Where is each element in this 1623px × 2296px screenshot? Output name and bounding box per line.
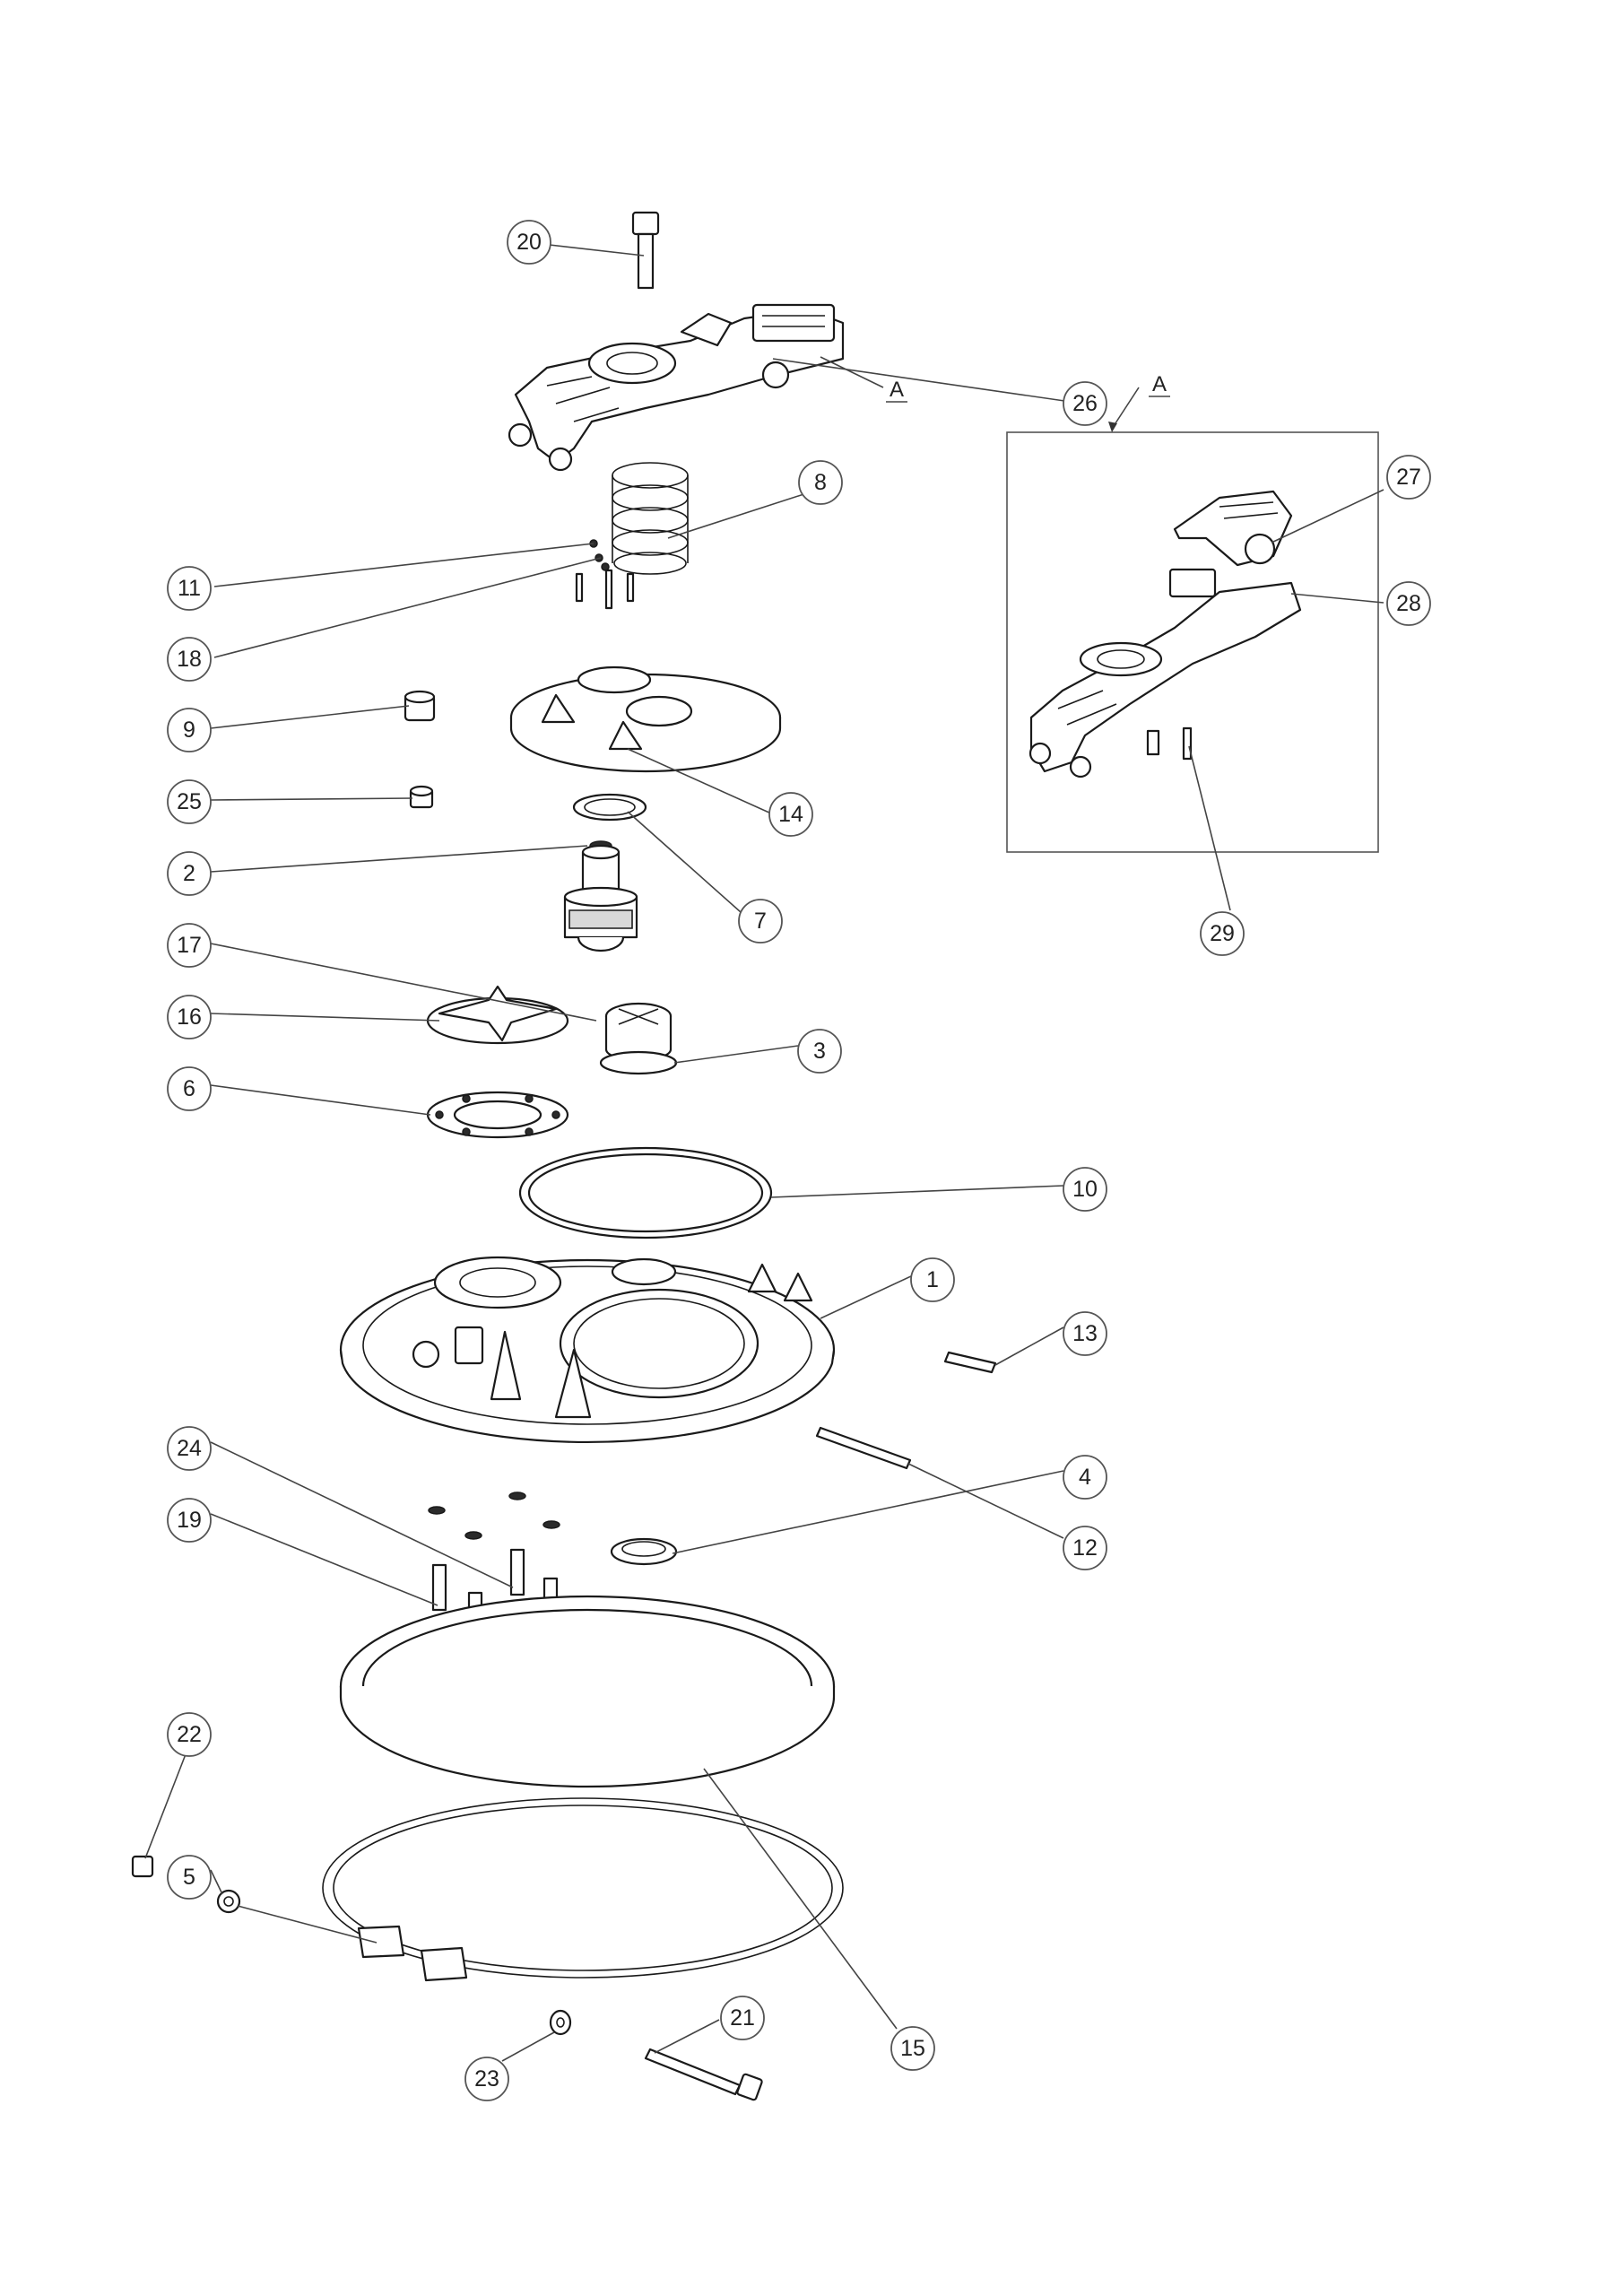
part-20-bolt [631, 211, 660, 290]
svg-text:10: 10 [1072, 1177, 1098, 1202]
balloon-21: 21 [720, 1996, 765, 2040]
balloon-9: 9 [167, 708, 212, 752]
balloon-24: 24 [167, 1426, 212, 1471]
svg-text:15: 15 [900, 2036, 925, 2061]
balloon-13: 13 [1063, 1311, 1107, 1356]
part-4-washer-ring [610, 1537, 678, 1566]
balloon-12: 12 [1063, 1526, 1107, 1570]
part-11-18-small-hardware [575, 539, 635, 610]
balloon-29: 29 [1200, 911, 1245, 956]
balloon-23: 23 [464, 2057, 509, 2101]
balloon-19: 19 [167, 1498, 212, 1543]
part-25-small-nut [409, 785, 434, 809]
part-8-spring [612, 462, 689, 575]
svg-text:13: 13 [1072, 1321, 1098, 1346]
svg-text:21: 21 [730, 2005, 755, 2031]
part-1-main-lid [339, 1256, 836, 1444]
svg-text:9: 9 [183, 718, 195, 743]
balloon-17: 17 [167, 923, 212, 968]
part-clamp-band [322, 1797, 844, 1982]
section-marker-a: A [890, 378, 904, 402]
balloon-14: 14 [768, 792, 813, 837]
svg-text:23: 23 [474, 2066, 499, 2092]
part-5-washer [216, 1889, 241, 1914]
balloon-6: 6 [167, 1066, 212, 1111]
balloon-8: 8 [798, 460, 843, 505]
balloon-4: 4 [1063, 1455, 1107, 1500]
part-15-flange-ring [339, 1595, 836, 1788]
balloon-20: 20 [507, 220, 551, 265]
balloon-27: 27 [1386, 455, 1431, 500]
part-3-plug [599, 1002, 678, 1075]
part-10-o-ring [518, 1146, 773, 1239]
svg-text:25: 25 [177, 789, 202, 814]
svg-text:11: 11 [178, 576, 201, 601]
svg-text:6: 6 [183, 1076, 195, 1101]
part-16-17-star-bracket [426, 985, 569, 1045]
part-7-retaining-ring [572, 793, 647, 822]
svg-text:14: 14 [778, 802, 803, 827]
svg-text:20: 20 [516, 230, 542, 255]
svg-text:26: 26 [1072, 391, 1098, 416]
svg-text:2: 2 [183, 861, 195, 886]
part-21-long-bolt [644, 2048, 763, 2101]
balloon-25: 25 [167, 779, 212, 824]
part-26-lever-arm [508, 303, 845, 472]
svg-text:24: 24 [177, 1436, 202, 1461]
svg-text:19: 19 [177, 1508, 202, 1533]
balloon-15: 15 [890, 2026, 935, 2071]
balloon-28: 28 [1386, 581, 1431, 626]
detail-view-label-a: A [1152, 372, 1167, 396]
leader-lines [144, 243, 1384, 2062]
balloon-1: 1 [910, 1257, 955, 1302]
part-22-nut [131, 1855, 154, 1878]
balloon-26: 26 [1063, 381, 1107, 426]
balloon-16: 16 [167, 995, 212, 1039]
svg-text:18: 18 [177, 647, 202, 672]
svg-text:4: 4 [1079, 1465, 1091, 1490]
svg-text:29: 29 [1210, 921, 1235, 946]
svg-text:27: 27 [1396, 465, 1421, 490]
svg-text:3: 3 [813, 1039, 826, 1064]
balloon-3: 3 [797, 1029, 842, 1074]
balloon-5: 5 [167, 1855, 212, 1900]
balloon-7: 7 [738, 899, 783, 944]
part-23-washer [549, 2009, 572, 2036]
balloon-11: 11 [167, 566, 212, 611]
svg-text:5: 5 [183, 1865, 195, 1890]
svg-text:1: 1 [926, 1267, 939, 1292]
balloon-2: 2 [167, 851, 212, 896]
detail-view-a [1006, 431, 1379, 853]
balloon-22: 22 [167, 1712, 212, 1757]
part-14-cover-plate [509, 665, 782, 773]
svg-text:16: 16 [177, 1004, 202, 1030]
part-2-valve-cartridge [563, 840, 638, 952]
svg-text:8: 8 [814, 470, 827, 495]
balloon-10: 10 [1063, 1167, 1107, 1212]
balloon-18: 18 [167, 637, 212, 682]
svg-text:22: 22 [177, 1722, 202, 1747]
part-small-nuts [428, 1492, 560, 1540]
svg-text:12: 12 [1072, 1535, 1098, 1561]
part-13-short-pin [943, 1351, 997, 1374]
svg-text:28: 28 [1396, 591, 1421, 616]
part-6-gasket [426, 1091, 569, 1139]
part-12-long-pin [815, 1426, 912, 1470]
svg-text:17: 17 [177, 933, 202, 958]
svg-text:7: 7 [754, 909, 767, 934]
part-9-nut [404, 690, 436, 722]
